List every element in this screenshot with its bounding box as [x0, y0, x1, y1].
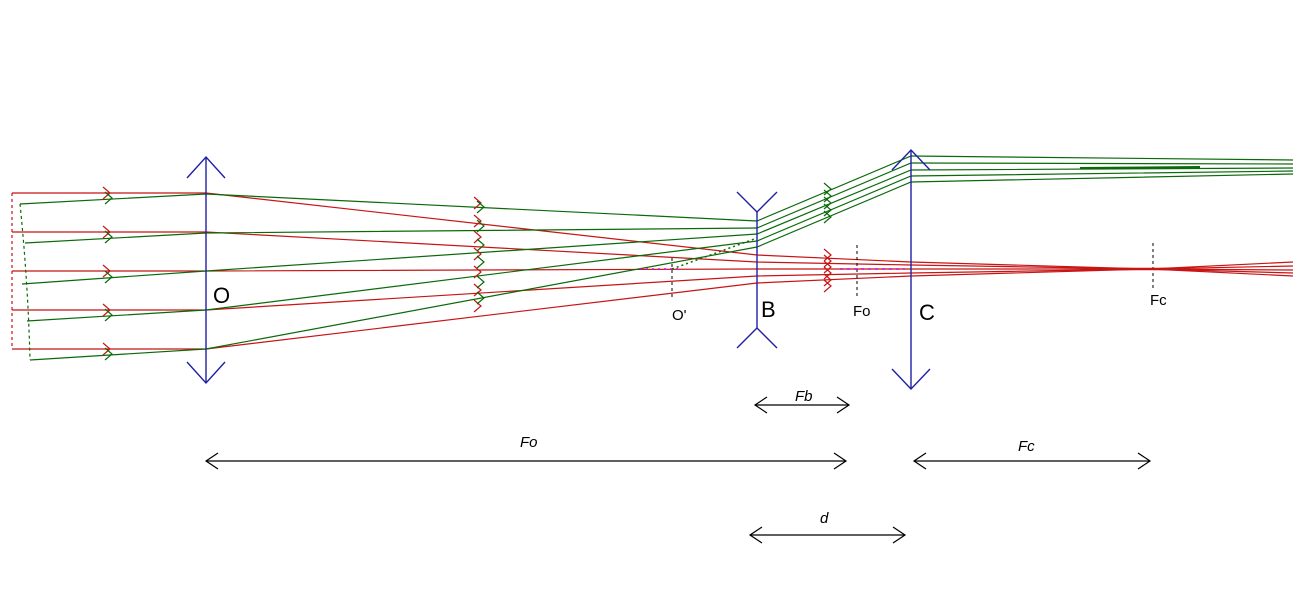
- red-arrowhead: [102, 303, 111, 317]
- red-arrowhead: [102, 264, 111, 278]
- fo-dimension-arrow-left-head: [204, 452, 219, 470]
- red-arrowhead: [823, 273, 832, 287]
- green-arrowhead: [476, 291, 485, 305]
- fo-dimension-arrow-right-head: [833, 452, 848, 470]
- d-dimension-label: d: [820, 510, 829, 527]
- objective-lens-label: O: [213, 283, 230, 308]
- red-ray: [12, 268, 1293, 311]
- objective-focus-label: Fo: [853, 303, 871, 320]
- red-arrowhead: [473, 247, 482, 261]
- fb-dimension-arrow-left-head: [753, 396, 768, 414]
- construction-lines: [640, 166, 1201, 298]
- green-arrowhead: [476, 219, 485, 233]
- red-arrowhead: [823, 248, 832, 262]
- green-convergence: [1079, 166, 1201, 169]
- objective-lens: [186, 155, 226, 385]
- red-arrowhead: [473, 283, 482, 297]
- red-arrowhead: [473, 196, 482, 210]
- fc-dimension-label: Fc: [1018, 438, 1035, 455]
- green-arrowhead: [476, 255, 485, 269]
- green-arrowhead: [476, 238, 485, 252]
- green-arrowhead: [823, 210, 832, 224]
- red-arrowhead: [473, 299, 482, 313]
- fo-dimension-label: Fo: [520, 434, 538, 451]
- green-arrowhead: [823, 189, 832, 203]
- green-ray: [24, 162, 1293, 244]
- image-o-prime-label: O': [672, 307, 687, 324]
- green-arrowhead: [104, 230, 113, 244]
- eyepiece-focus-label: Fc: [1150, 292, 1167, 309]
- red-ray: [12, 231, 1293, 270]
- eyepiece-lens-label: C: [919, 300, 935, 325]
- green-ray-bundle: [19, 155, 1293, 361]
- red-arrowhead: [823, 279, 832, 293]
- green-ray: [21, 167, 1293, 285]
- green-arrowhead: [104, 347, 113, 361]
- fc-dimension-arrow-right-head: [1137, 452, 1152, 470]
- barlow-lens-label: B: [761, 297, 776, 322]
- eyepiece-lens: [891, 148, 931, 391]
- red-arrowhead: [102, 225, 111, 239]
- green-arrowhead: [476, 275, 485, 289]
- red-ray: [12, 192, 1293, 270]
- d-dimension-arrow-left-head: [748, 526, 763, 544]
- red-arrowhead: [823, 260, 832, 274]
- red-arrowhead: [823, 254, 832, 268]
- red-arrowhead: [473, 214, 482, 228]
- red-arrowhead: [102, 186, 111, 200]
- green-arrowhead: [104, 270, 113, 284]
- green-virtual-ray: [671, 237, 758, 270]
- fb-dimension-arrow-right-head: [836, 396, 851, 414]
- red-arrowhead: [473, 230, 482, 244]
- fc-dimension-arrow-left-head: [912, 452, 927, 470]
- green-arrowhead: [823, 182, 832, 196]
- green-arrowhead: [104, 191, 113, 205]
- green-ray: [19, 155, 1293, 222]
- green-arrowhead: [104, 308, 113, 322]
- d-dimension-arrow-right-head: [892, 526, 907, 544]
- ray-arrowheads: [102, 182, 832, 361]
- green-arrowhead: [823, 196, 832, 210]
- dimension-arrows: [204, 396, 1152, 544]
- red-arrowhead: [102, 342, 111, 356]
- red-ray: [12, 268, 1293, 350]
- barlow-lens: [736, 191, 778, 349]
- green-ray-entry: [19, 203, 31, 361]
- red-arrowhead: [823, 266, 832, 280]
- fb-dimension-label: Fb: [795, 388, 813, 405]
- red-arrowhead: [473, 265, 482, 279]
- green-arrowhead: [476, 200, 485, 214]
- green-ray: [29, 173, 1293, 361]
- green-arrowhead: [823, 203, 832, 217]
